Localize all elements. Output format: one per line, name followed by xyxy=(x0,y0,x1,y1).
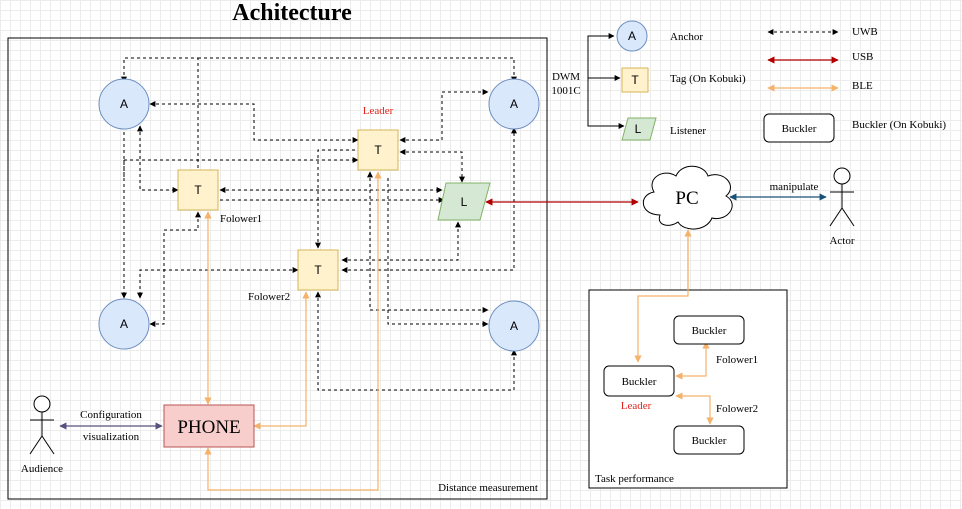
diagram-title: Achitecture xyxy=(232,0,352,26)
task-follower1-label: Folower1 xyxy=(716,354,758,366)
task-performance-caption: Task performance xyxy=(595,473,674,485)
tag-leader: T xyxy=(357,129,399,171)
distance-measurement-frame xyxy=(7,37,548,500)
legend-listener-label: Listener xyxy=(670,125,706,137)
svg-text:A: A xyxy=(120,97,128,111)
listener-node: L xyxy=(437,182,491,221)
svg-text:Buckler: Buckler xyxy=(692,435,727,447)
svg-text:Buckler: Buckler xyxy=(692,325,727,337)
tag-follower2: T xyxy=(297,249,339,291)
anchor-bottom-left: A xyxy=(98,298,150,350)
legend-dwm-line1: DWM xyxy=(552,71,580,83)
audience-figure xyxy=(29,395,55,455)
svg-text:L: L xyxy=(461,195,468,209)
follower2-label: Folower2 xyxy=(248,291,290,303)
legend-dwm-line2: 1001C xyxy=(551,85,580,97)
legend-buckler-label: Buckler (On Kobuki) xyxy=(852,119,946,131)
distance-measurement-caption: Distance measurement xyxy=(438,482,538,494)
svg-text:Buckler: Buckler xyxy=(622,376,657,388)
leader-label: Leader xyxy=(363,105,394,117)
manipulate-label: manipulate xyxy=(770,181,819,193)
svg-text:T: T xyxy=(374,143,382,157)
uwb-links xyxy=(121,57,517,391)
legend-anchor-icon xyxy=(616,20,648,52)
legend-usb-label: USB xyxy=(852,51,873,63)
task-follower2-label: Folower2 xyxy=(716,403,758,415)
svg-text:T: T xyxy=(631,73,639,87)
task-buckler-follower2: Buckler xyxy=(673,425,745,455)
task-leader-label: Leader xyxy=(621,400,652,412)
legend: DWM 1001C A Anchor T Tag (On Kobuki) L L… xyxy=(551,20,946,143)
anchor-top-right: A xyxy=(488,78,540,130)
visualization-label: visualization xyxy=(83,431,140,443)
pc-buckler-ble-link xyxy=(634,230,689,363)
phone-node: PHONE xyxy=(163,404,255,448)
svg-text:A: A xyxy=(510,97,518,111)
task-buckler-leader: Buckler xyxy=(603,365,675,397)
svg-text:A: A xyxy=(628,29,636,43)
svg-text:PC: PC xyxy=(675,188,698,209)
svg-text:PHONE: PHONE xyxy=(177,417,240,438)
anchor-bottom-right: A xyxy=(488,300,540,352)
svg-text:T: T xyxy=(314,263,322,277)
audience-label: Audience xyxy=(21,463,63,475)
anchor-top-left: A xyxy=(98,78,150,130)
follower1-label: Folower1 xyxy=(220,213,262,225)
actor-figure xyxy=(829,167,855,227)
svg-text:Buckler: Buckler xyxy=(782,123,817,135)
legend-anchor-label: Anchor xyxy=(670,31,703,43)
legend-tag-icon xyxy=(621,67,649,93)
legend-tag-label: Tag (On Kobuki) xyxy=(670,73,746,85)
svg-text:L: L xyxy=(635,122,642,136)
legend-listener-icon xyxy=(621,117,657,141)
legend-ble-label: BLE xyxy=(852,80,873,92)
tag-follower1: T xyxy=(177,169,219,211)
pc-cloud: PC xyxy=(643,165,733,230)
task-buckler-follower1: Buckler xyxy=(673,315,745,345)
svg-text:A: A xyxy=(510,319,518,333)
svg-text:A: A xyxy=(120,317,128,331)
actor-label: Actor xyxy=(829,235,854,247)
svg-text:T: T xyxy=(194,183,202,197)
legend-uwb-label: UWB xyxy=(852,26,878,38)
configuration-label: Configuration xyxy=(80,409,142,421)
leader-follower2-ble-link xyxy=(675,392,714,425)
legend-buckler-icon xyxy=(763,113,835,143)
leader-follower1-ble-link xyxy=(675,341,710,380)
